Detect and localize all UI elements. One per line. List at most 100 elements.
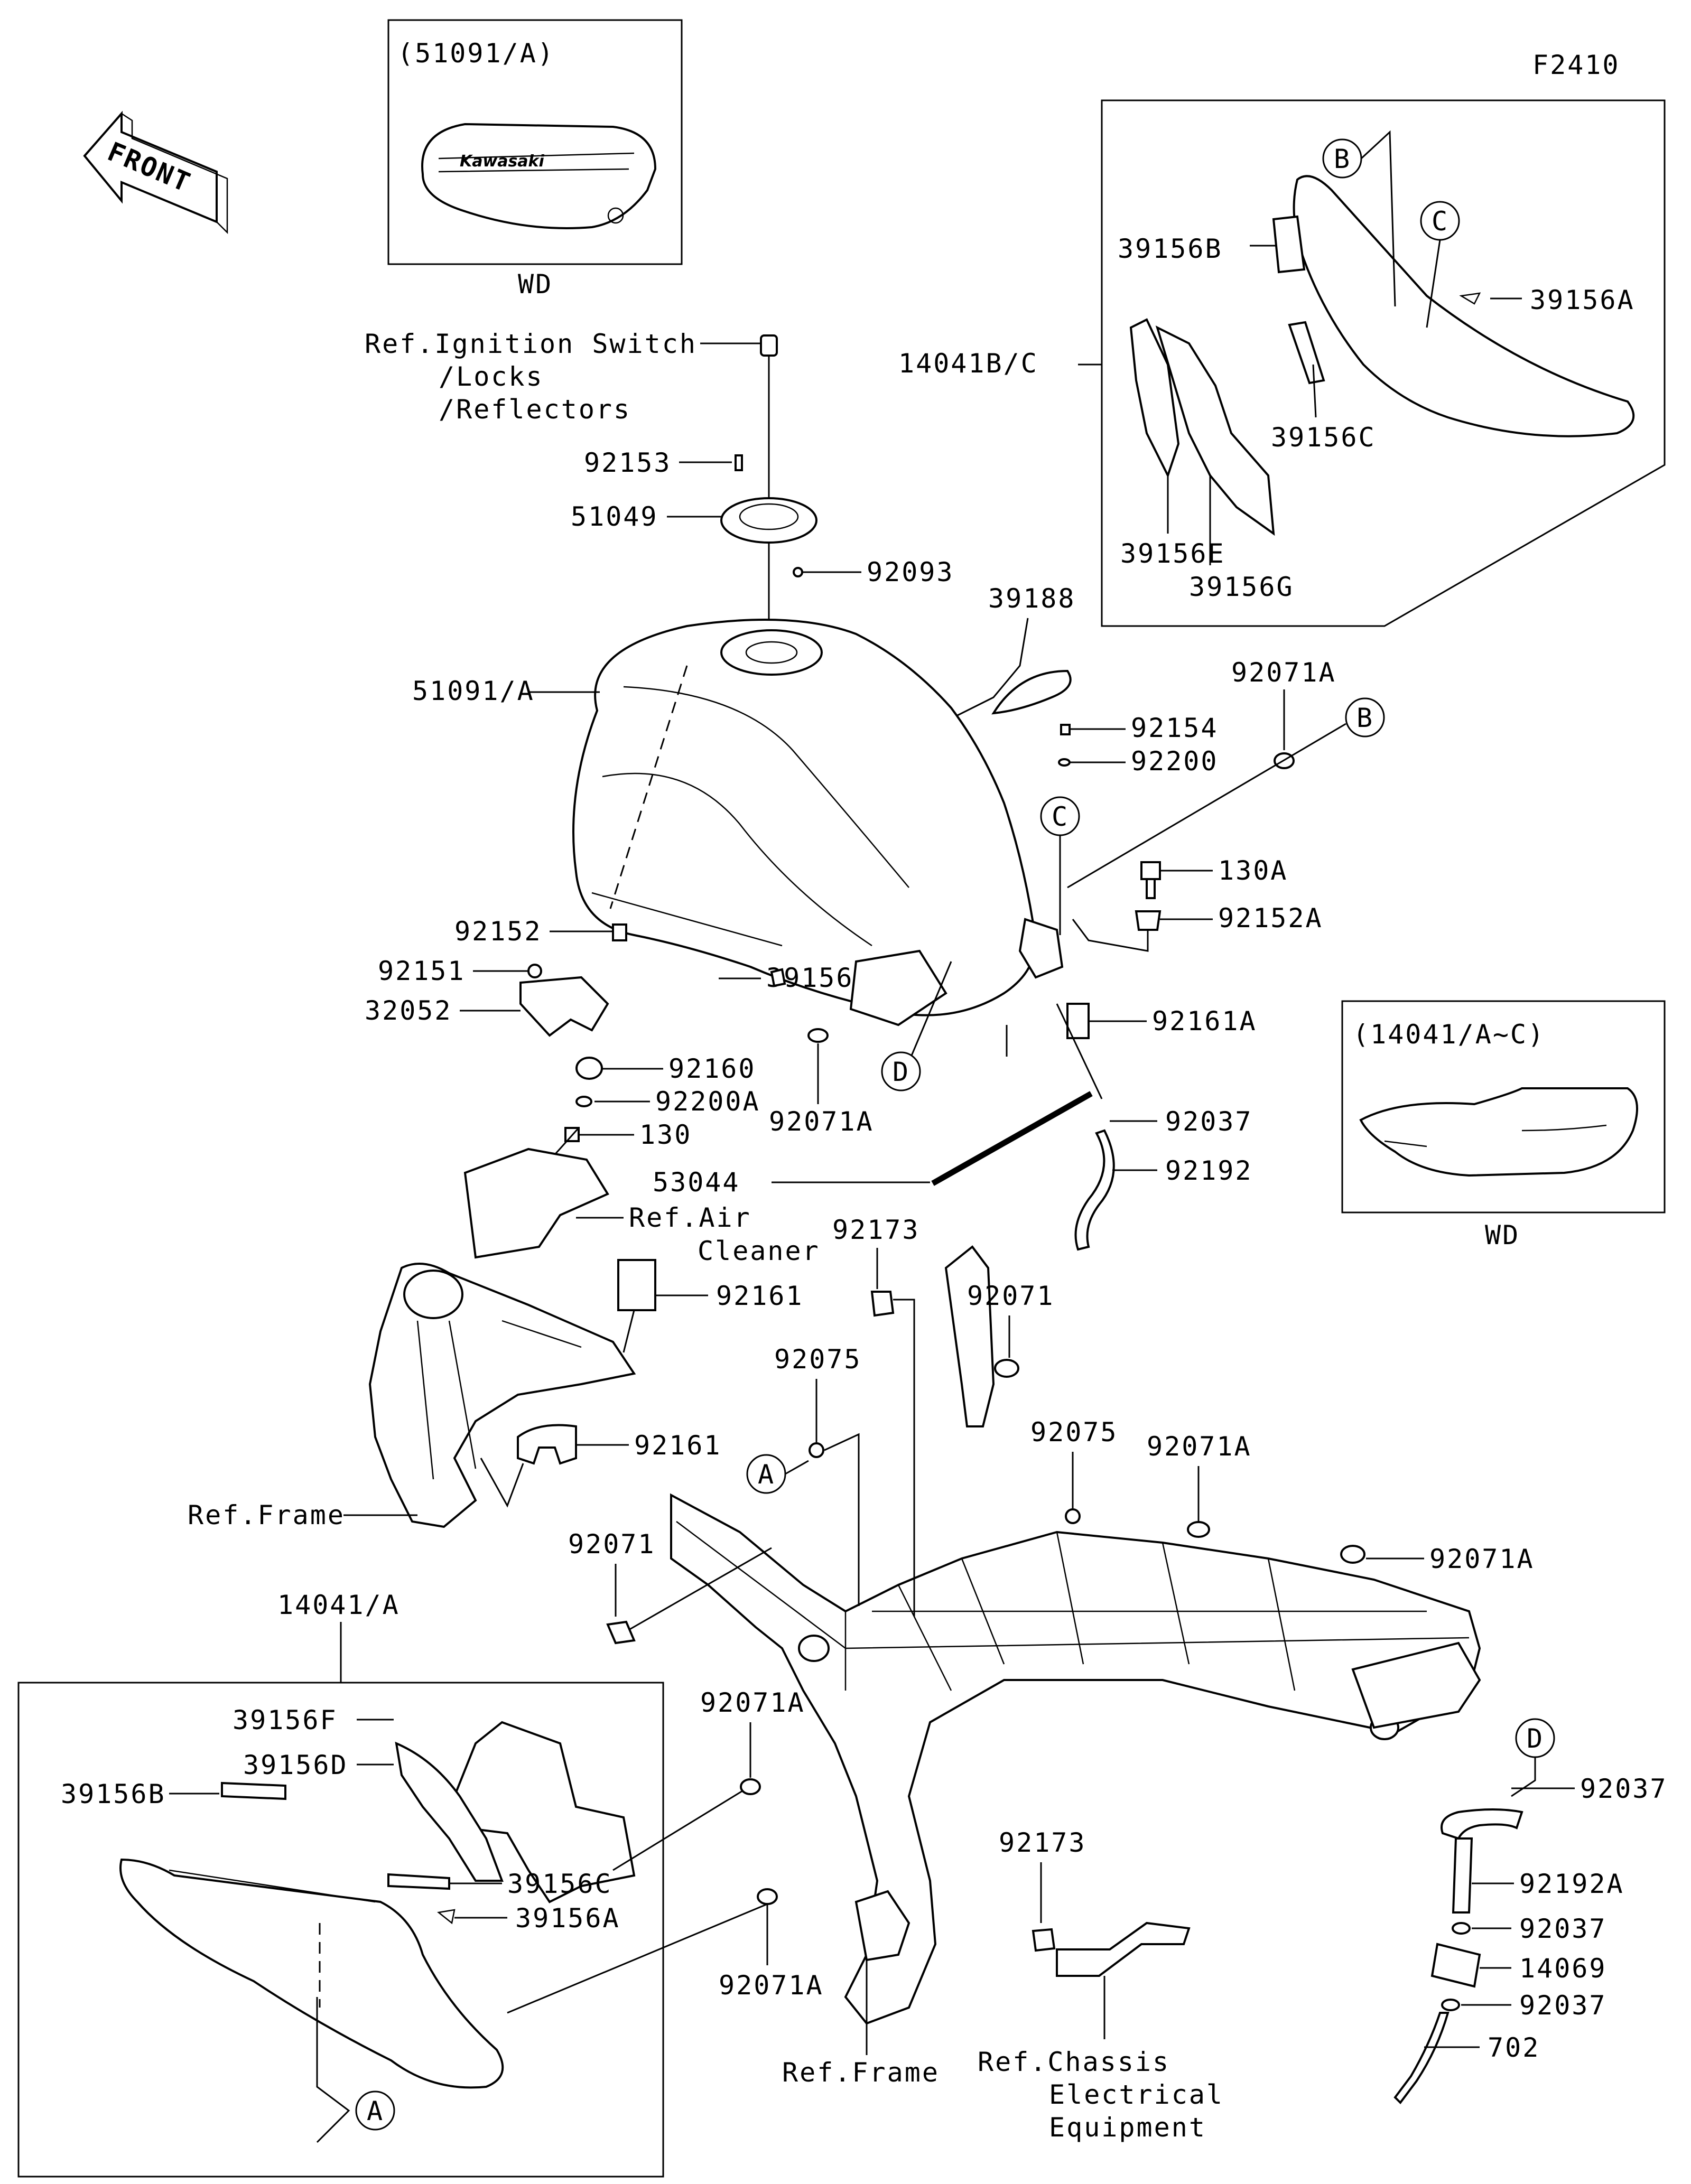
- pad-39156: [770, 968, 786, 987]
- damper-92161-b: [517, 1424, 577, 1465]
- inset-wd-cover: [1359, 1087, 1638, 1177]
- label-39156b-top: 39156B: [1118, 234, 1223, 264]
- front-arrow-shadow: [121, 113, 228, 235]
- label-92160: 92160: [668, 1053, 756, 1084]
- fuel-cap-51049: [720, 497, 817, 544]
- callout-b-inset-label: B: [1334, 144, 1351, 174]
- bracket-32052: [519, 976, 609, 1037]
- label-92071-top: 92071: [967, 1281, 1055, 1311]
- main-frame-ref: Ref.Frame: [670, 1245, 1481, 2088]
- tank-filler-neck: [720, 629, 823, 676]
- pad-39156d: [395, 1741, 504, 1882]
- grommet-92071a-low2: [757, 1888, 778, 1905]
- label-ref-ignition-1: Ref.Ignition Switch: [365, 329, 697, 359]
- inset-bc-frame: [1101, 99, 1666, 627]
- clamp-92037-r2: [1452, 1922, 1471, 1935]
- fuel-cap-inner: [739, 503, 799, 530]
- label-92152: 92152: [454, 916, 542, 947]
- inset-side-cover-a: 14041/A 39156F 39156D 39156B 39156C 3915…: [17, 1590, 767, 2178]
- leader-92152a-part: [1072, 919, 1149, 952]
- vent-hose-assembly: D 92037 92192A 92037 14069 92037 702: [1393, 1718, 1668, 2105]
- label-92037-r2: 92037: [1519, 1914, 1607, 1944]
- inset-wd-caption: WD: [1485, 1220, 1520, 1250]
- callout-d-right-label: D: [1527, 1723, 1544, 1754]
- leader-callout-a-frame: [785, 1460, 809, 1475]
- hose-702: [1393, 2012, 1450, 2105]
- leader-39188: [956, 618, 1029, 717]
- bolt-130a: [1140, 861, 1161, 899]
- leader-cover-to-frame: [507, 1903, 767, 2014]
- frame-mount-bottom: [854, 1890, 910, 1962]
- leader-callout-a-inset: [316, 1997, 350, 2143]
- label-39156c-top: 39156C: [1271, 422, 1376, 453]
- label-92071a-low1: 92071A: [700, 1687, 805, 1718]
- clamp-92037-r3: [1441, 1999, 1460, 2011]
- label-92152a: 92152A: [1218, 903, 1323, 934]
- callout-c-main-label: C: [1052, 801, 1069, 832]
- pad-39188: [991, 669, 1072, 715]
- pad-39188-group: 39188: [956, 583, 1076, 717]
- label-92037-r1: 92037: [1580, 1774, 1668, 1804]
- pad-39156g: [1155, 325, 1275, 536]
- tank-bracket: [849, 949, 947, 1026]
- leader-callout-b: [1067, 723, 1346, 889]
- pad-39156a-top: [1459, 292, 1481, 305]
- rod-53044: [931, 1091, 1093, 1186]
- grommet-92071a-right1: [1187, 1521, 1210, 1538]
- label-39188: 39188: [988, 583, 1076, 614]
- hose-92192a-top: [1441, 1808, 1523, 1840]
- inset-filler-cap: [607, 207, 624, 224]
- nut-92075-right: [1065, 1508, 1081, 1524]
- label-92037-mid: 92037: [1165, 1106, 1253, 1137]
- label-702: 702: [1488, 2032, 1540, 2063]
- inset-wd-title: (14041/A~C): [1353, 1019, 1545, 1050]
- label-92037-r3: 92037: [1519, 1990, 1607, 2021]
- tank-underside-parts: 92071A D 53044 92037 92192: [653, 961, 1253, 1251]
- label-51049: 51049: [571, 501, 658, 532]
- front-arrow-shape: [83, 110, 218, 223]
- left-side-cover: [119, 1858, 504, 2089]
- label-39156a-low: 39156A: [515, 1903, 620, 1934]
- collar-92152a: [1135, 910, 1162, 931]
- label-14041bc: 14041B/C: [898, 348, 1038, 379]
- label-92161-a: 92161: [716, 1281, 804, 1311]
- tank-axis-dashed: [609, 665, 688, 909]
- inset-tank-caption: WD: [518, 269, 553, 300]
- front-frame-ref: Ref.Frame 92161 92161: [188, 1259, 804, 1530]
- inset-tank-wd: (51091/A) Kawasaki WD: [387, 19, 683, 300]
- callout-c-inset-label: C: [1432, 206, 1449, 237]
- grommet-92071a-mid: [807, 1028, 829, 1043]
- tank-contours: [591, 686, 909, 947]
- label-92093: 92093: [867, 557, 954, 587]
- label-ref-chassis-2: Electrical: [1049, 2079, 1224, 2110]
- pad-39156c-low: [387, 1873, 450, 1890]
- kawasaki-logo: Kawasaki: [460, 152, 545, 171]
- leader-92075-left-part: [824, 1433, 860, 1606]
- inset-side-cover-bc: B C 39156B 39156A 39156C 39156E 39156G 1…: [898, 99, 1666, 627]
- inset-wd-frame: [1341, 1000, 1666, 1214]
- rear-tank-mount-hardware: 92071A B 92154 92200 C 130A 92152A 92161…: [1040, 657, 1385, 1039]
- frame-tubes: [676, 1521, 1470, 1691]
- fuel-tank-51091a: 51091/A: [412, 619, 1064, 1026]
- label-ref-frame-bottom: Ref.Frame: [782, 2057, 940, 2088]
- air-cleaner-plate: [463, 1147, 609, 1259]
- label-ref-ignition-3: /Reflectors: [439, 394, 631, 425]
- left-side-cover-edge: [169, 1869, 376, 1903]
- leader-92161-b-part: [480, 1458, 524, 1508]
- label-ref-chassis-1: Ref.Chassis: [978, 2047, 1170, 2077]
- callout-a-frame-label: A: [758, 1459, 775, 1490]
- ignition-key-part: [760, 334, 778, 357]
- callout-a-inset: [355, 2090, 395, 2131]
- label-92151: 92151: [378, 956, 466, 986]
- inset-tank-shape: [421, 123, 657, 229]
- label-92192: 92192: [1165, 1155, 1253, 1186]
- bracket-chassis-electrical: [1056, 1921, 1191, 1977]
- label-ref-frame-left: Ref.Frame: [188, 1500, 345, 1530]
- label-92071a-mid: 92071A: [769, 1106, 874, 1137]
- callout-b-main-label: B: [1356, 703, 1374, 733]
- label-92071a-right1: 92071A: [1147, 1431, 1252, 1462]
- label-92173-low: 92173: [999, 1827, 1086, 1858]
- inset-wd-cover-lines: [1384, 1124, 1607, 1147]
- frame-tube-end-left: [798, 1635, 830, 1662]
